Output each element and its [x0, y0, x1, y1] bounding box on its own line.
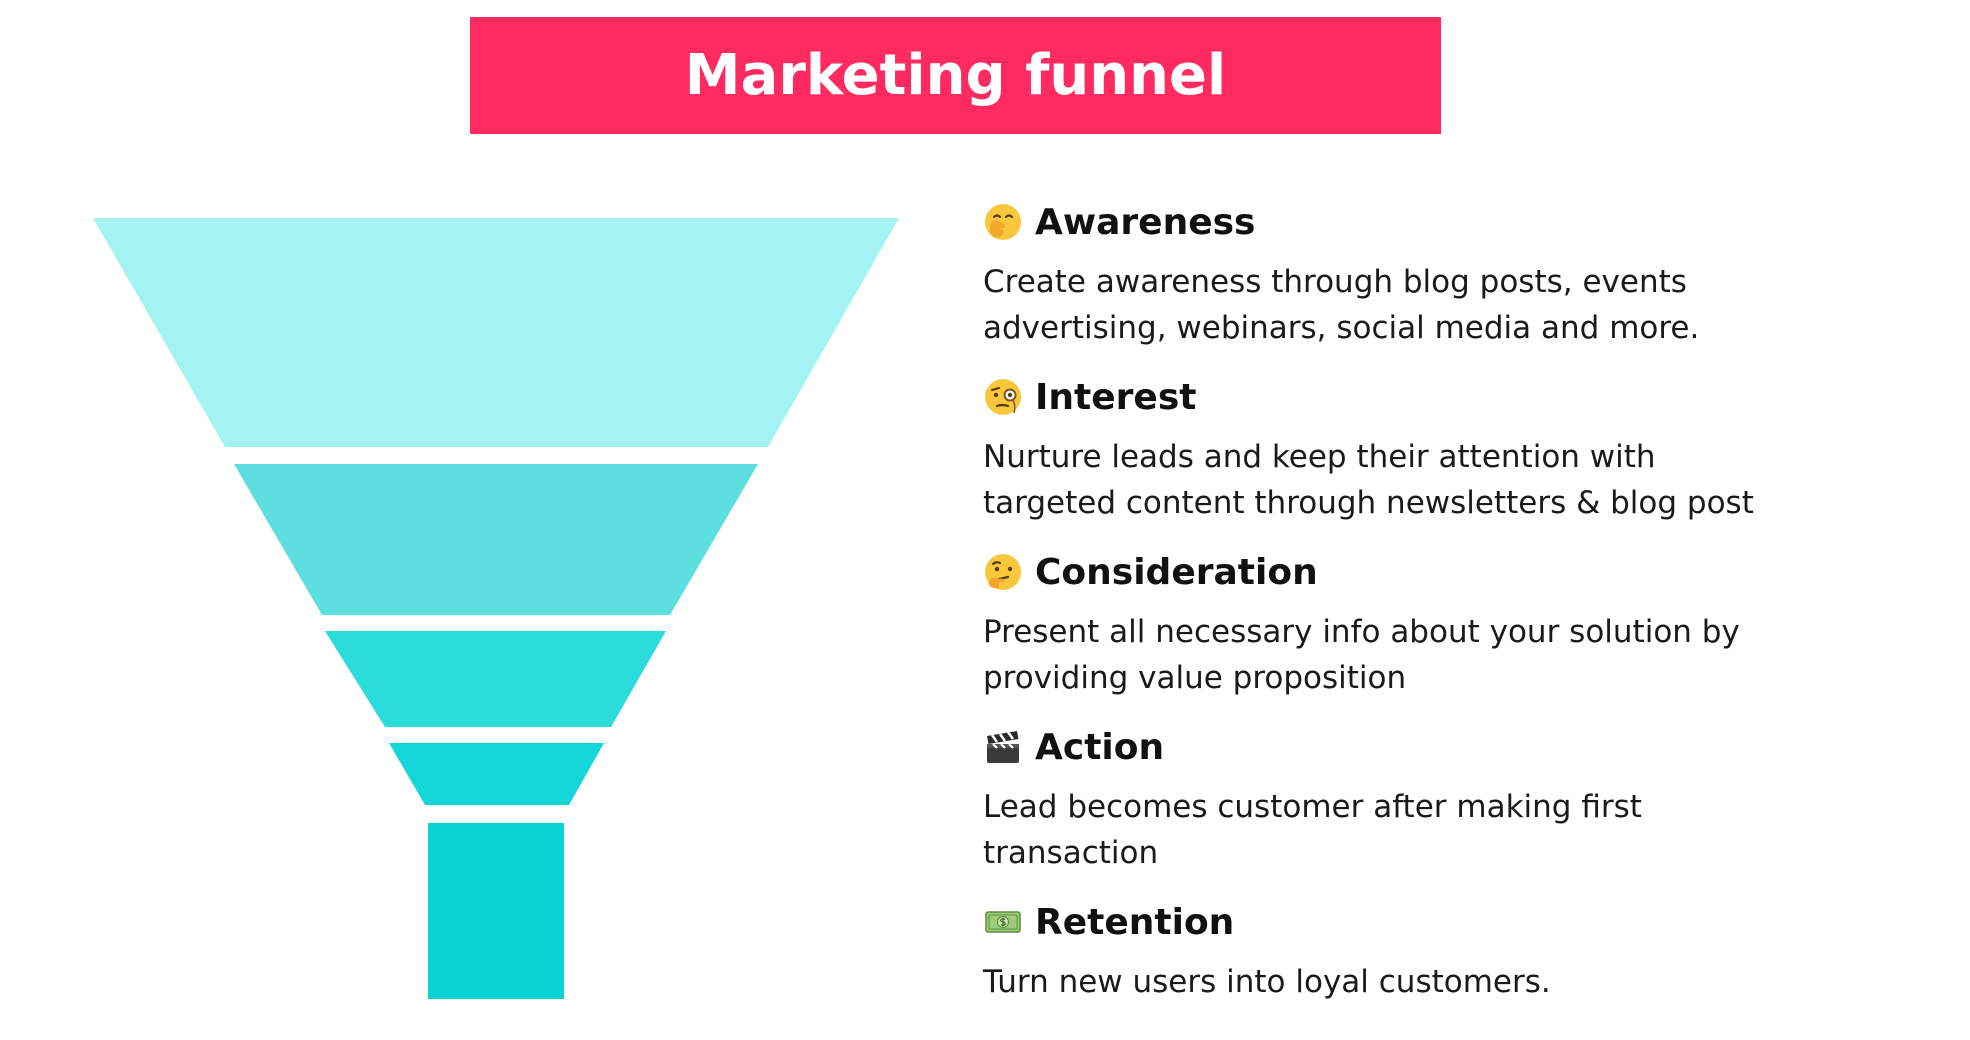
dollar-banknote-icon: [985, 911, 1021, 933]
stage-title: Awareness: [1035, 201, 1256, 243]
description-line: advertising, webinars, social media and …: [983, 310, 1700, 346]
funnel-graphic: [93, 218, 899, 999]
page-title: Marketing funnel: [684, 43, 1227, 108]
stage-header: Retention: [983, 897, 1883, 947]
thinking-face-icon: [985, 554, 1021, 590]
stage-action: Action Lead becomes customer after makin…: [983, 722, 1883, 876]
title-banner: Marketing funnel: [470, 17, 1441, 134]
description-line: targeted content through newsletters & b…: [983, 485, 1754, 521]
stage-header: Consideration: [983, 547, 1883, 597]
stage-description: Nurture leads and keep their attention w…: [983, 434, 1883, 526]
stage-title: Consideration: [1035, 551, 1318, 593]
clapper-board-icon: [987, 731, 1019, 763]
stage-awareness: Awareness Create awareness through blog …: [983, 197, 1883, 351]
description-line: Turn new users into loyal customers.: [983, 964, 1551, 1000]
description-line: Lead becomes customer after making first: [983, 789, 1642, 825]
funnel-layer-awareness: [93, 218, 899, 447]
funnel-layer-interest: [234, 464, 758, 615]
stage-description: Lead becomes customer after making first…: [983, 784, 1883, 876]
description-line: Create awareness through blog posts, eve…: [983, 264, 1687, 300]
stage-title: Interest: [1035, 376, 1197, 418]
stage-header: Action: [983, 722, 1883, 772]
stage-interest: Interest Nurture leads and keep their at…: [983, 372, 1883, 526]
stage-header: Awareness: [983, 197, 1883, 247]
stage-description: Create awareness through blog posts, eve…: [983, 259, 1883, 351]
funnel-layer-consideration: [325, 631, 666, 727]
stage-title: Retention: [1035, 901, 1235, 943]
description-line: Present all necessary info about your so…: [983, 614, 1740, 650]
funnel-layer-action: [389, 743, 604, 805]
stage-consideration: Consideration Present all necessary info…: [983, 547, 1883, 701]
stage-description: Present all necessary info about your so…: [983, 609, 1883, 701]
stage-retention: Retention Turn new users into loyal cust…: [983, 897, 1883, 1005]
description-line: providing value proposition: [983, 660, 1407, 696]
stage-title: Action: [1035, 726, 1165, 768]
funnel-layer-retention: [428, 823, 564, 999]
description-line: transaction: [983, 835, 1159, 871]
face-with-monocle-icon: [985, 379, 1021, 415]
description-line: Nurture leads and keep their attention w…: [983, 439, 1656, 475]
face-with-hand-over-mouth-icon: [985, 204, 1021, 240]
stage-header: Interest: [983, 372, 1883, 422]
stage-description: Turn new users into loyal customers.: [983, 959, 1883, 1005]
